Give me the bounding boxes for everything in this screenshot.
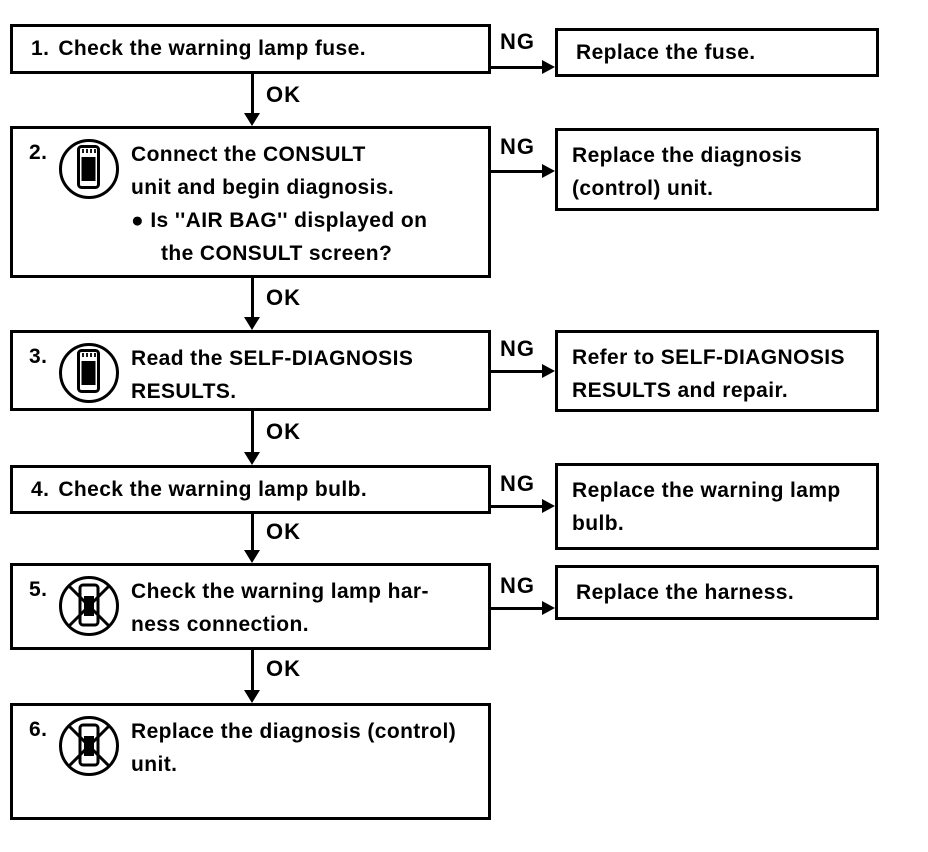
consult-not-used-icon [57,714,121,778]
action-text-line: (control) unit. [572,177,714,200]
ng-arrowhead-icon [542,164,555,178]
ng-arrow [491,170,543,173]
ok-arrowhead-icon [244,690,260,703]
step-text-line: unit. [131,753,178,776]
consult-tester-icon [57,341,121,405]
ng-action-box-5: Replace the harness. [555,565,879,620]
step-text-line: ● Is ''AIR BAG'' displayed on [131,209,428,232]
ng-action-box-4: Replace the warning lamp bulb. [555,463,879,550]
action-text-line: Replace the harness. [576,580,795,604]
ng-arrowhead-icon [542,60,555,74]
ng-label: NG [500,471,535,496]
ng-action-box-1: Replace the fuse. [555,28,879,77]
step-text-line: RESULTS. [131,380,237,403]
ok-label: OK [266,419,301,444]
ok-arrowhead-icon [244,550,260,563]
step-number: 5. [29,578,48,601]
step-number: 4. [31,477,50,501]
step-text-line: Check the warning lamp bulb. [58,477,368,501]
step-text-line: ness connection. [131,613,309,636]
step-text-line: Check the warning lamp fuse. [58,37,366,60]
ok-arrow [251,411,254,452]
ng-arrowhead-icon [542,499,555,513]
ok-arrow [251,514,254,550]
ng-action-box-2: Replace the diagnosis (control) unit. [555,128,879,211]
ng-arrow [491,370,543,373]
step-text-line: unit and begin diagnosis. [131,176,395,199]
ok-arrow [251,278,254,317]
action-text-line: bulb. [572,512,625,535]
ng-label: NG [500,336,535,361]
step-number: 6. [29,718,48,741]
step-4-box: 4. Check the warning lamp bulb. [10,465,491,514]
action-text-line: Replace the warning lamp [572,479,841,502]
ok-arrowhead-icon [244,452,260,465]
ok-label: OK [266,519,301,544]
ng-arrowhead-icon [542,601,555,615]
step-text-line: Replace the diagnosis (control) [131,720,457,743]
action-text-line: Replace the fuse. [576,40,756,64]
step-number: 2. [29,141,48,164]
consult-not-used-icon [57,574,121,638]
step-number: 1. [31,37,50,60]
action-text-line: RESULTS and repair. [572,379,789,402]
ng-label: NG [500,29,535,54]
step-text-line: Check the warning lamp har- [131,580,429,603]
ok-label: OK [266,82,301,107]
step-text-line: Connect the CONSULT [131,143,366,166]
ng-arrow [491,505,543,508]
step-text: Check the warning lamp har- ness connect… [131,575,482,641]
action-text-line: Refer to SELF-DIAGNOSIS [572,346,845,369]
step-3-box: 3. Read the SELF-DIAGNOSIS RESULTS. [10,330,491,411]
ok-arrowhead-icon [244,113,260,126]
ng-label: NG [500,134,535,159]
ng-arrow [491,66,543,69]
step-text-line: the CONSULT screen? [161,242,393,265]
step-number: 3. [29,345,48,368]
ng-arrow [491,607,543,610]
action-text-line: Replace the diagnosis [572,144,803,167]
ng-action-box-3: Refer to SELF-DIAGNOSIS RESULTS and repa… [555,330,879,412]
step-text: Replace the diagnosis (control) unit. [131,715,482,781]
step-1-box: 1. Check the warning lamp fuse. [10,24,491,74]
step-text: Read the SELF-DIAGNOSIS RESULTS. [131,342,482,408]
ng-label: NG [500,573,535,598]
ok-label: OK [266,656,301,681]
ng-arrowhead-icon [542,364,555,378]
step-5-box: 5. Check the warning lamp har- ness conn… [10,563,491,650]
step-text-line: Read the SELF-DIAGNOSIS [131,347,414,370]
step-2-box: 2. Connect the CONSULT unit and begin di… [10,126,491,278]
consult-tester-icon [57,137,121,201]
ok-arrowhead-icon [244,317,260,330]
step-6-box: 6. Replace the diagnosis (control) unit. [10,703,491,820]
ok-label: OK [266,285,301,310]
ok-arrow [251,650,254,690]
step-text: Connect the CONSULT unit and begin diagn… [131,138,482,270]
ok-arrow [251,74,254,113]
